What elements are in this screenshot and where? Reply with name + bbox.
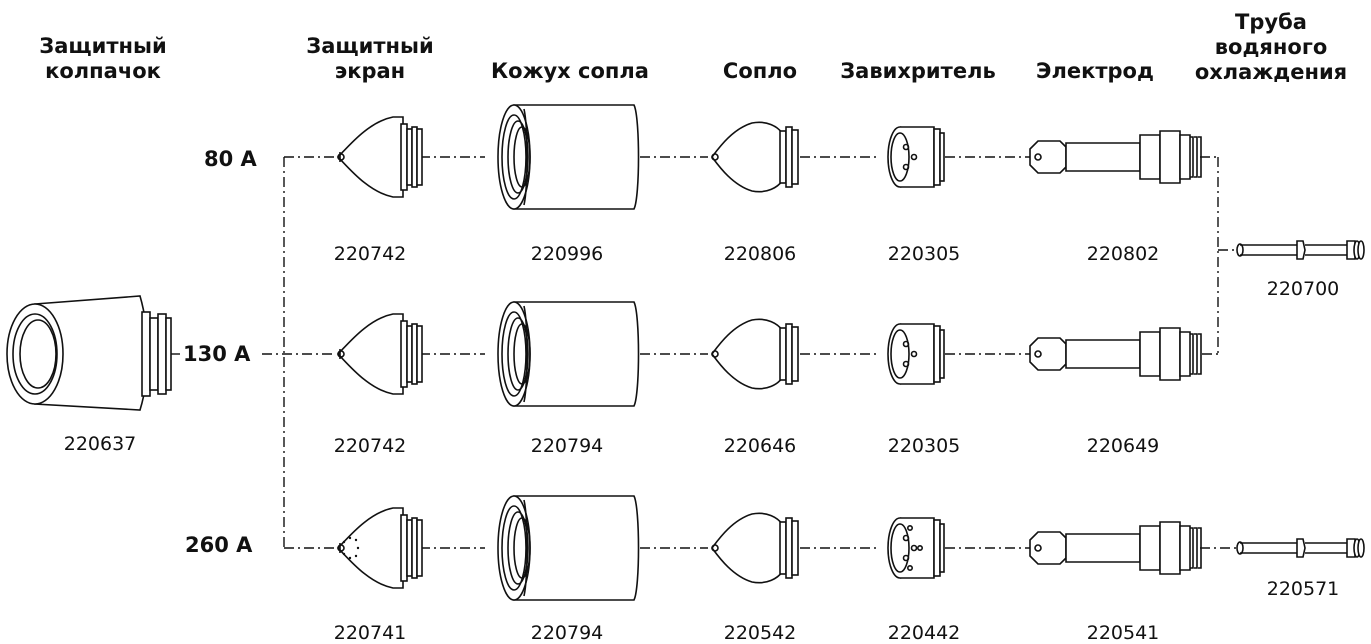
shield-130-drawing — [337, 313, 423, 395]
header-water-tube-line3: охлаждения — [1194, 60, 1348, 84]
part-number-electrode-260: 220541 — [1086, 622, 1160, 644]
retaining-cap-80-drawing — [497, 104, 640, 210]
header-cap: Защитный колпачок — [18, 34, 188, 84]
nozzle-260-drawing — [711, 512, 799, 584]
header-electrode: Электрод — [1015, 59, 1175, 84]
header-cap-line2: колпачок — [45, 59, 161, 83]
header-retaining-cap-line1: Кожух сопла — [491, 59, 649, 83]
water-tube-bottom-drawing — [1236, 538, 1365, 558]
part-number-nozzle-80: 220806 — [723, 243, 797, 265]
part-number-swirl-ring-80: 220305 — [887, 243, 961, 265]
amp-label-260: 260 A — [185, 533, 253, 557]
header-shield-line2: экран — [334, 59, 406, 83]
swirl-ring-80-drawing — [887, 126, 945, 188]
nozzle-80-drawing — [711, 121, 799, 193]
header-swirl-ring: Завихритель — [828, 59, 1008, 84]
header-water-tube-line2: водяного — [1214, 35, 1328, 59]
nozzle-130-drawing — [711, 318, 799, 390]
protective-cap-drawing — [6, 295, 172, 411]
part-number-swirl-ring-260: 220442 — [887, 622, 961, 644]
part-number-shield-130: 220742 — [333, 435, 407, 457]
shield-80-drawing — [337, 116, 423, 198]
header-swirl-ring-line1: Завихритель — [840, 59, 996, 83]
header-retaining-cap: Кожух сопла — [470, 59, 670, 84]
header-shield-line1: Защитный — [306, 34, 434, 58]
header-water-tube: Труба водяного охлаждения — [1181, 10, 1361, 85]
part-number-retaining-cap-260: 220794 — [530, 622, 604, 644]
part-number-nozzle-130: 220646 — [723, 435, 797, 457]
retaining-cap-260-drawing — [497, 495, 640, 601]
header-electrode-line1: Электрод — [1036, 59, 1154, 83]
electrode-130-drawing — [1029, 327, 1202, 381]
part-number-swirl-ring-130: 220305 — [887, 435, 961, 457]
header-nozzle-line1: Сопло — [722, 59, 798, 83]
header-nozzle: Сопло — [700, 59, 820, 84]
part-number-water-tube-bottom: 220571 — [1266, 578, 1340, 600]
part-number-shield-80: 220742 — [333, 243, 407, 265]
electrode-260-drawing — [1029, 521, 1202, 575]
part-number-retaining-cap-130: 220794 — [530, 435, 604, 457]
part-number-nozzle-260: 220542 — [723, 622, 797, 644]
header-shield: Защитный экран — [285, 34, 455, 84]
swirl-ring-260-drawing — [887, 517, 945, 579]
part-number-cap: 220637 — [63, 433, 137, 455]
connector-lines — [170, 156, 1236, 549]
part-number-retaining-cap-80: 220996 — [530, 243, 604, 265]
shield-260-drawing — [337, 507, 423, 589]
part-number-water-tube-top: 220700 — [1266, 278, 1340, 300]
header-cap-line1: Защитный — [39, 34, 167, 58]
part-number-electrode-130: 220649 — [1086, 435, 1160, 457]
swirl-ring-130-drawing — [887, 323, 945, 385]
part-number-electrode-80: 220802 — [1086, 243, 1160, 265]
water-tube-top-drawing — [1236, 240, 1365, 260]
header-water-tube-line1: Труба — [1235, 10, 1307, 34]
amp-label-80: 80 A — [204, 147, 257, 171]
electrode-80-drawing — [1029, 130, 1202, 184]
retaining-cap-130-drawing — [497, 301, 640, 407]
amp-label-130: 130 A — [183, 342, 251, 366]
part-number-shield-260: 220741 — [333, 622, 407, 644]
